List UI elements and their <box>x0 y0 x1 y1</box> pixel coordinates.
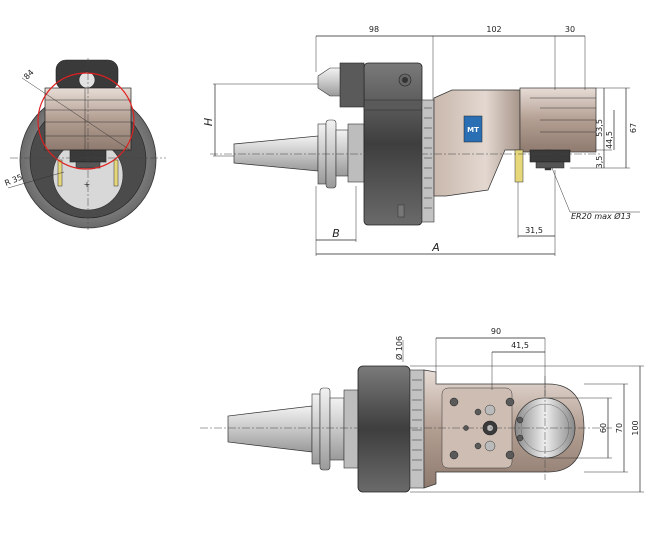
side-main-body <box>363 62 423 226</box>
logo-text: MT <box>467 126 479 134</box>
side-view: MT 98 102 30 H B A 31,5 <box>202 25 640 256</box>
label-30: 30 <box>565 25 575 34</box>
label-31-5: 31,5 <box>525 226 543 235</box>
label-h: H <box>202 118 215 126</box>
end-view: + 84 R 35 <box>3 58 166 230</box>
label-dia106: Ø 106 <box>394 336 404 360</box>
label-102: 102 <box>486 25 501 34</box>
label-53-5: 53,5 <box>595 119 604 137</box>
side-knurl-ring <box>421 99 435 223</box>
logo-plate <box>463 115 483 143</box>
label-41-5: 41,5 <box>511 341 529 350</box>
plan-view: Ø 106 90 41,5 60 70 100 <box>200 327 644 493</box>
label-44-5: 44,5 <box>605 131 614 149</box>
label-3-5: 3,5 <box>595 156 604 169</box>
end-view-cap-hole <box>78 71 96 89</box>
label-60: 60 <box>599 423 608 433</box>
label-98: 98 <box>369 25 379 34</box>
highlight-circle <box>37 72 135 170</box>
label-70: 70 <box>615 423 624 433</box>
label-100: 100 <box>631 420 640 435</box>
label-67: 67 <box>629 123 638 133</box>
side-taper <box>233 135 319 172</box>
plan-main-body <box>357 365 411 493</box>
label-b: B <box>332 227 340 240</box>
label-er20: ER20 max Ø13 <box>571 211 631 221</box>
label-a: A <box>431 241 440 254</box>
svg-text:+: + <box>84 180 91 189</box>
label-90: 90 <box>491 327 501 336</box>
side-angle-head <box>433 89 521 197</box>
label-r35: R 35 <box>3 173 23 188</box>
plan-taper <box>227 405 313 453</box>
